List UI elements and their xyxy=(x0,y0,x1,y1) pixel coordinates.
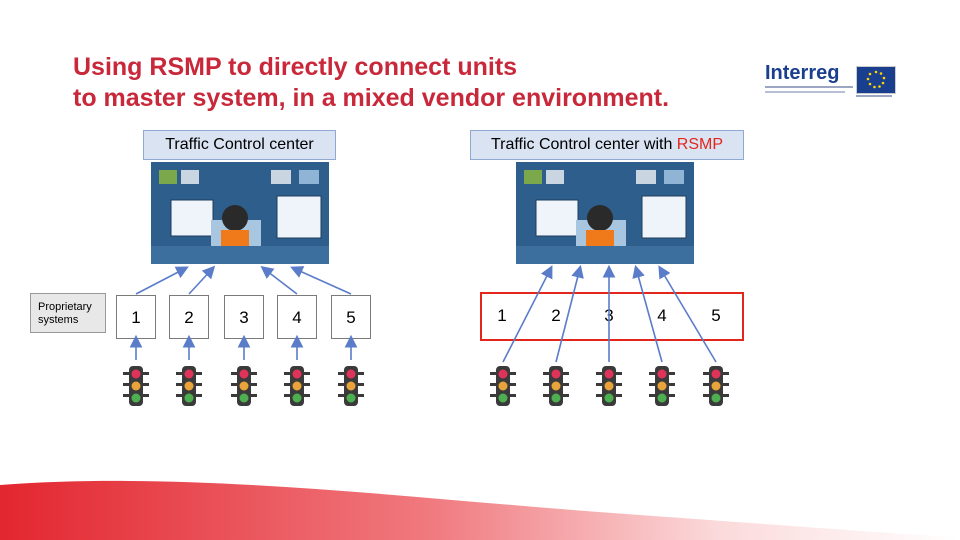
traffic-light-icon xyxy=(284,366,310,406)
traffic-light-icon xyxy=(231,366,257,406)
decorative-wave xyxy=(0,480,960,540)
right-tcc-label-text: Traffic Control center with xyxy=(490,136,677,153)
right-tcc-label: Traffic Control center with RSMP xyxy=(470,130,744,160)
traffic-light-icon xyxy=(543,366,569,406)
title-line-2: to master system, in a mixed vendor envi… xyxy=(73,84,670,112)
traffic-light-icon xyxy=(490,366,516,406)
rsmp-units-frame xyxy=(480,292,744,341)
logo-subline xyxy=(856,95,892,97)
interreg-logo: Interreg xyxy=(762,62,900,102)
left-unit-2: 2 xyxy=(169,295,209,339)
arrow-left-5 xyxy=(290,266,352,295)
right-unit-4: 4 xyxy=(657,306,667,325)
right-control-room-illustration xyxy=(516,162,694,264)
arrow-left-2 xyxy=(188,265,216,295)
left-tcc-label-text: Traffic Control center xyxy=(165,136,314,153)
left-unit-4: 4 xyxy=(277,295,317,339)
traffic-light-icon xyxy=(649,366,675,406)
right-unit-3: 3 xyxy=(604,306,614,325)
eu-flag-icon xyxy=(856,66,896,94)
logo-subline xyxy=(765,91,845,93)
logo-text: Interreg xyxy=(765,62,840,84)
title-line-1: Using RSMP to directly connect units xyxy=(73,53,518,81)
arrow-left-4 xyxy=(260,266,298,295)
logo-subline xyxy=(765,86,853,88)
left-control-room-illustration xyxy=(151,162,329,264)
traffic-light-icon xyxy=(596,366,622,406)
left-unit-5: 5 xyxy=(331,295,371,339)
proprietary-systems-label: Proprietary systems xyxy=(30,293,106,333)
left-tcc-label: Traffic Control center xyxy=(143,130,336,160)
right-unit-5: 5 xyxy=(711,306,721,325)
traffic-light-icon xyxy=(703,366,729,406)
right-unit-2: 2 xyxy=(551,306,561,325)
arrow-left-1 xyxy=(135,266,189,295)
slide-title: Using RSMP to directly connect units to … xyxy=(73,52,773,114)
left-unit-3: 3 xyxy=(224,295,264,339)
right-unit-1: 1 xyxy=(497,306,507,325)
traffic-light-icon xyxy=(338,366,364,406)
left-unit-1: 1 xyxy=(116,295,156,339)
traffic-light-icon xyxy=(176,366,202,406)
rsmp-highlight: RSMP xyxy=(676,136,724,153)
proprietary-label-text: Proprietary systems xyxy=(38,301,92,326)
traffic-light-icon xyxy=(123,366,149,406)
